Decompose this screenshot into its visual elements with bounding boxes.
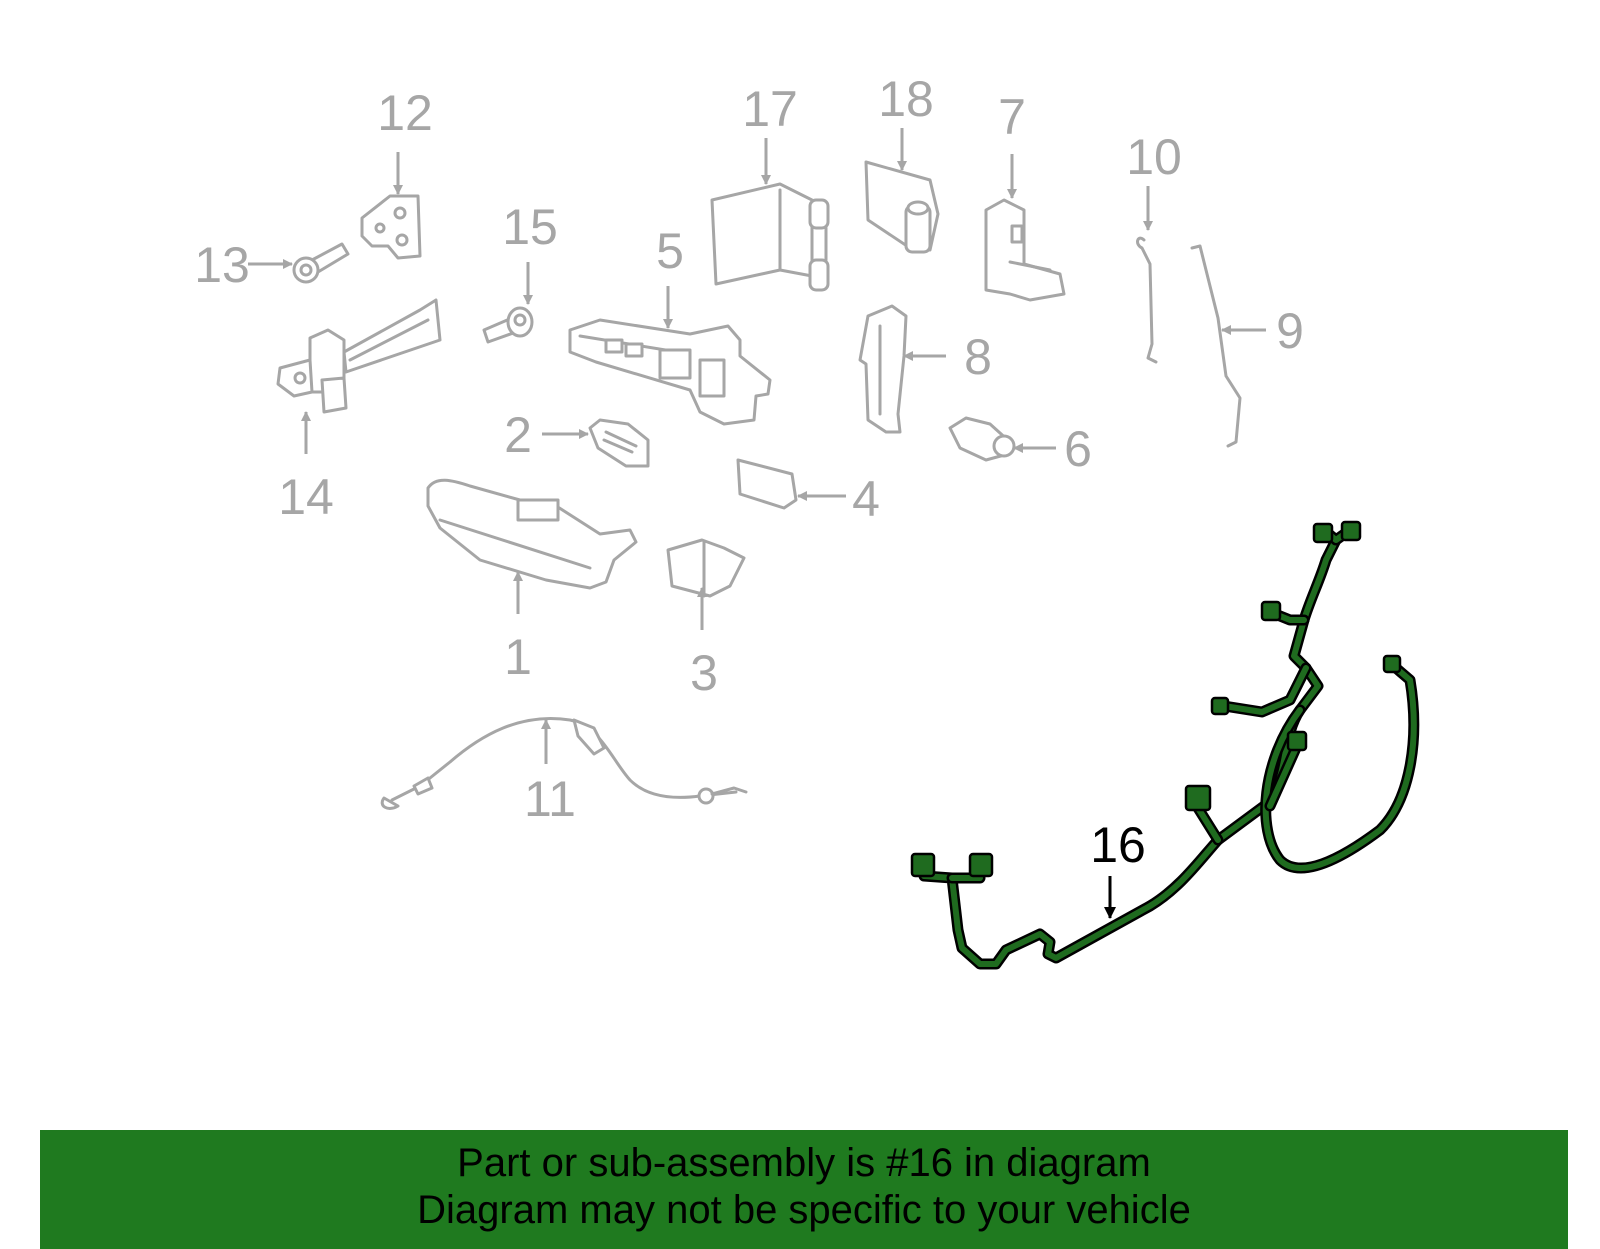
- parts-diagram: 12 13 14 15 5 17 18 7 10 9 8 6 2 4 1 3 1…: [194, 71, 1420, 970]
- callout-6: 6: [1064, 421, 1092, 477]
- callout-11: 11: [524, 771, 576, 827]
- callout-2: 2: [504, 407, 532, 463]
- callout-5: 5: [656, 223, 684, 279]
- info-banner: Part or sub-assembly is #16 in diagram D…: [40, 1130, 1568, 1249]
- callout-labels: 12 13 14 15 5 17 18 7 10 9 8 6 2 4 1 3 1…: [194, 71, 1304, 873]
- part-13-bolt[interactable]: [292, 242, 350, 284]
- callout-13: 13: [194, 237, 250, 293]
- part-11-cable[interactable]: [380, 717, 748, 810]
- part-14-door-check[interactable]: [276, 298, 442, 414]
- callout-16: 16: [1090, 817, 1146, 873]
- callout-3: 3: [690, 645, 718, 701]
- part-15-screw[interactable]: [482, 306, 534, 344]
- part-18-hinge[interactable]: [864, 160, 940, 254]
- part-6-actuator[interactable]: [948, 416, 1016, 462]
- callout-8: 8: [964, 329, 992, 385]
- part-12-door-check-bracket[interactable]: [360, 194, 422, 260]
- part-10-rod[interactable]: [1136, 236, 1158, 364]
- callout-10: 10: [1126, 129, 1182, 185]
- callout-7: 7: [998, 89, 1026, 145]
- banner-line-part: Part or sub-assembly is #16 in diagram: [457, 1141, 1151, 1185]
- part-5-handle-bracket[interactable]: [568, 318, 772, 426]
- callout-12: 12: [377, 85, 433, 141]
- callout-17: 17: [742, 81, 798, 137]
- callout-15: 15: [502, 199, 558, 255]
- callout-9: 9: [1276, 303, 1304, 359]
- part-4-cover[interactable]: [736, 458, 798, 510]
- part-1-outside-handle[interactable]: [426, 478, 638, 590]
- callout-14: 14: [278, 469, 334, 525]
- callout-arrows: [248, 128, 1266, 919]
- callout-4: 4: [852, 471, 880, 527]
- part-8-bracket[interactable]: [858, 304, 908, 434]
- part-16-wiring-harness[interactable]: [910, 520, 1420, 970]
- part-7-latch[interactable]: [984, 198, 1066, 302]
- banner-line-disclaimer: Diagram may not be specific to your vehi…: [417, 1188, 1191, 1232]
- callout-1: 1: [504, 629, 532, 685]
- part-3-cap[interactable]: [666, 538, 746, 598]
- callout-18: 18: [878, 71, 934, 127]
- part-9-rod[interactable]: [1190, 244, 1242, 448]
- part-2-handle-insert[interactable]: [588, 418, 650, 468]
- part-17-hinge[interactable]: [710, 182, 830, 292]
